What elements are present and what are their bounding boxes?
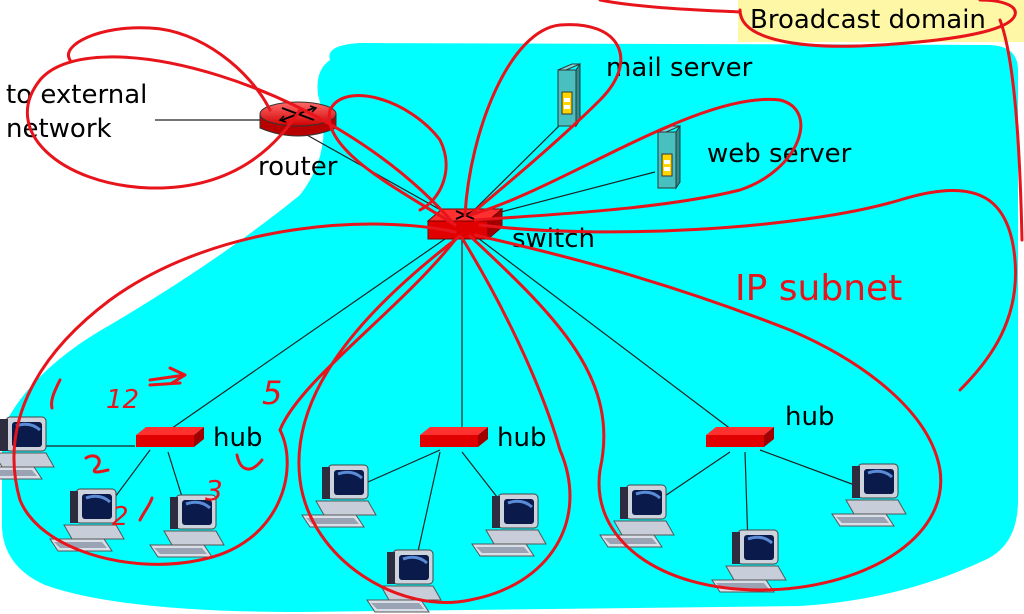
hub-right-label: hub xyxy=(785,402,834,432)
hub-middle-label: hub xyxy=(497,423,546,453)
handwritten-number: 5 xyxy=(262,374,282,412)
handwritten-number: 3 xyxy=(205,474,223,507)
hub-left-icon[interactable] xyxy=(136,427,204,447)
hub-left-label: hub xyxy=(213,423,262,453)
mail-server-label: mail server xyxy=(606,53,753,83)
external-network-label-line2: network xyxy=(6,114,112,144)
web-server-label: web server xyxy=(707,139,852,169)
web-server-icon[interactable] xyxy=(657,125,681,189)
broadcast-domain-label: Broadcast domain xyxy=(750,5,986,35)
router-label: router xyxy=(258,152,338,182)
mail-server-icon[interactable] xyxy=(557,63,581,127)
hub-middle-icon[interactable] xyxy=(420,427,488,447)
broadcast-domain-annotations xyxy=(12,0,1024,604)
handwritten-number: 2 xyxy=(112,502,129,532)
handwritten-number: 12 xyxy=(106,385,139,415)
ip-subnet-label: IP subnet xyxy=(735,268,902,309)
hub-right-icon[interactable] xyxy=(706,427,774,447)
